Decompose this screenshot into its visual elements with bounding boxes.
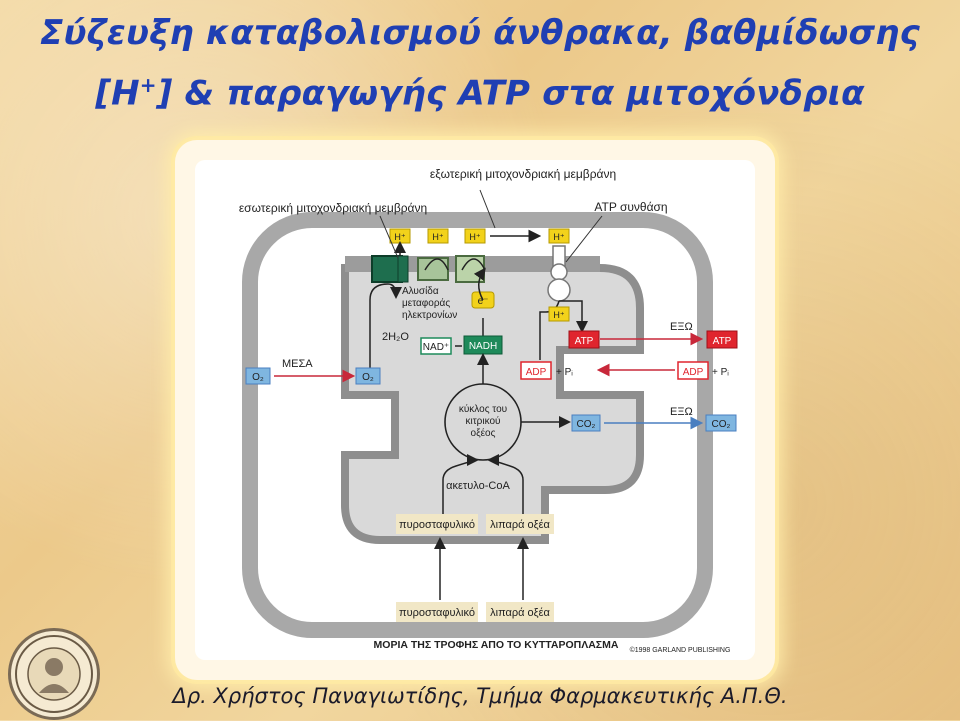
o2-inner: O₂ (355, 367, 381, 385)
food-molecules-caption: ΜΟΡΙΑ ΤΗΣ ΤΡΟΦΗΣ ΑΠΟ ΤΟ ΚΥΤΤΑΡΟΠΛΑΣΜΑ (374, 639, 619, 651)
co2-inner: CO₂ (571, 414, 601, 432)
matrix (341, 264, 644, 544)
h-plus-top-2: H⁺ (427, 228, 449, 244)
svg-text:H⁺: H⁺ (553, 232, 564, 242)
svg-text:ATP: ATP (575, 336, 594, 347)
water-label: 2H₂O (382, 331, 409, 343)
tca-label-1: κύκλος του (459, 403, 507, 415)
svg-text:CO₂: CO₂ (712, 419, 731, 430)
svg-text:e⁻: e⁻ (478, 296, 489, 307)
fatty-acids-outer: λιπαρά οξέα (486, 602, 554, 622)
slide-title-line1: Σύζευξη καταβολισμού άνθρακα, βαθμίδωσης (40, 13, 920, 53)
fatty-acids-inner: λιπαρά οξέα (486, 514, 554, 534)
svg-text:H⁺: H⁺ (469, 232, 480, 242)
atp-outer: ATP (706, 330, 738, 349)
mesa-label: ΜΕΣΑ (282, 358, 313, 370)
svg-text:ADP: ADP (683, 367, 704, 378)
atp-inner: ATP (568, 330, 600, 349)
svg-text:πυροσταφυλικό: πυροσταφυλικό (399, 607, 475, 619)
title-rest: ] & παραγωγής ATP στα μιτοχόνδρια (156, 73, 865, 114)
tca-label-2: κιτρικού (466, 415, 501, 427)
exo-label-atp: ΕΞΩ (670, 321, 693, 333)
acetyl-coa-label: ακετυλο-CoA (446, 480, 510, 492)
adp-outer: ADP (677, 361, 709, 380)
svg-text:H⁺: H⁺ (394, 232, 405, 242)
exo-label-co2: ΕΞΩ (670, 406, 693, 418)
svg-text:NADH: NADH (469, 341, 497, 352)
outer-membrane-label: εξωτερική μιτοχονδριακή μεμβράνη (430, 167, 616, 181)
svg-text:H⁺: H⁺ (432, 232, 443, 242)
svg-text:CO₂: CO₂ (577, 419, 596, 430)
tca-label-3: οξέος (471, 427, 496, 439)
title-bracket: [H (95, 73, 140, 114)
svg-text:H⁺: H⁺ (553, 310, 564, 320)
nad-plus-box: NAD⁺ (420, 337, 452, 355)
pyruvate-inner: πυροσταφυλικό (396, 514, 478, 534)
h-plus-matrix: H⁺ (548, 306, 570, 322)
slide-footer: Δρ. Χρήστος Παναγιωτίδης, Τμήμα Φαρμακευ… (172, 684, 788, 708)
co2-outer: CO₂ (705, 414, 737, 432)
o2-outer: O₂ (245, 367, 271, 385)
university-seal (8, 628, 100, 720)
svg-text:λιπαρά οξέα: λιπαρά οξέα (490, 607, 550, 619)
pi-outer: + Pᵢ (712, 367, 729, 378)
pyruvate-outer: πυροσταφυλικό (396, 602, 478, 622)
svg-text:πυροσταφυλικό: πυροσταφυλικό (399, 519, 475, 531)
adp-inner: ADP (520, 361, 552, 380)
h-plus-top-1: H⁺ (389, 228, 411, 244)
svg-text:O₂: O₂ (252, 372, 264, 383)
svg-text:ADP: ADP (526, 367, 547, 378)
svg-text:λιπαρά οξέα: λιπαρά οξέα (490, 519, 550, 531)
h-plus-top-3: H⁺ (464, 228, 486, 244)
etc-label-1: Αλυσίδα (402, 285, 439, 297)
etc-label-3: ηλεκτρονίων (402, 309, 457, 321)
svg-text:NAD⁺: NAD⁺ (423, 342, 449, 353)
atp-synthase-label: ATP συνθάση (594, 200, 667, 214)
copyright-label: ©1998 GARLAND PUBLISHING (630, 646, 731, 654)
nadh-box: NADH (463, 335, 503, 355)
title-superscript: + (139, 73, 157, 97)
h-plus-top-4: H⁺ (548, 228, 570, 244)
slide-title-line2: [H+] & παραγωγής ATP στα μιτοχόνδρια (0, 62, 960, 116)
svg-text:ATP: ATP (713, 336, 732, 347)
etc-label-2: μεταφοράς (402, 297, 450, 309)
svg-text:O₂: O₂ (362, 372, 374, 383)
pi-inner: + Pᵢ (556, 367, 573, 378)
inner-membrane-label: εσωτερική μιτοχονδριακή μεμβράνη (239, 201, 427, 215)
